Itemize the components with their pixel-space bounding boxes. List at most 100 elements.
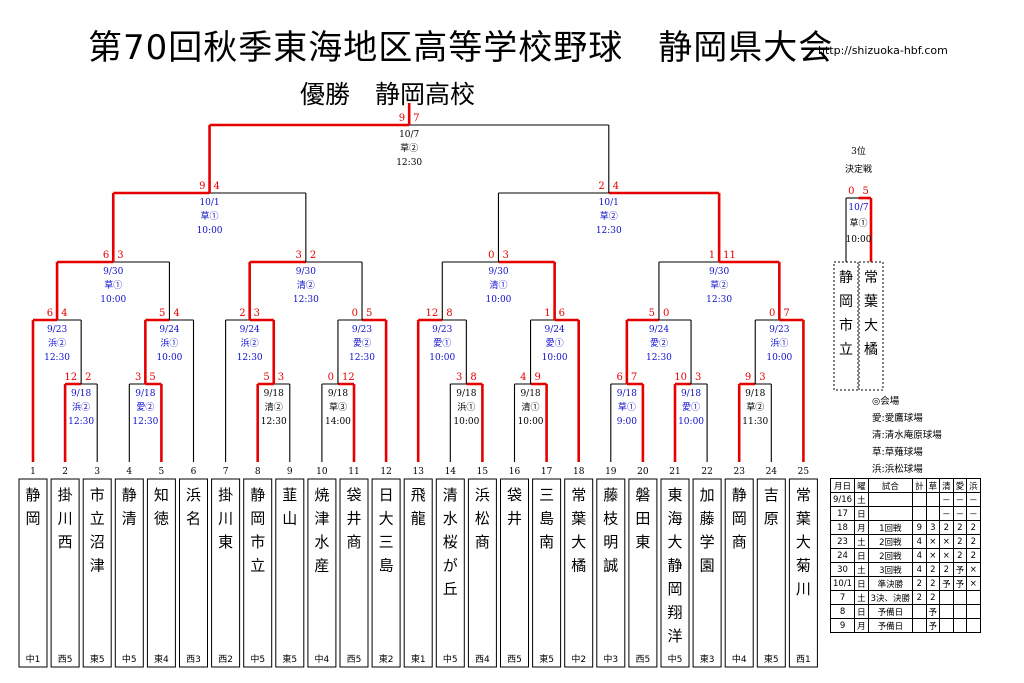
game-info: 12:30 (349, 353, 375, 363)
schedule-cell: － (966, 492, 981, 507)
team-name-char: 園 (700, 557, 715, 575)
team-name-char: 焼 (314, 486, 329, 504)
schedule-cell: － (952, 492, 968, 507)
team-name-char: 磐 (635, 486, 650, 504)
schedule-cell: 9/16 (829, 492, 856, 507)
team-name-char: 原 (764, 510, 779, 528)
team-name-char: 藤 (700, 510, 715, 528)
venue-legend-item: 愛:愛鷹球場 (872, 413, 923, 424)
schedule-cell: 日 (854, 604, 869, 619)
score-left: 1 (544, 308, 550, 319)
third-place-heading: 3位 (851, 145, 866, 157)
team-name-char: 洋 (667, 627, 682, 645)
schedule-cell (912, 618, 927, 633)
schedule-cell (939, 590, 954, 605)
game-info: 12:30 (44, 353, 70, 363)
bracket-lines (31, 103, 873, 462)
team-name-char: 立 (90, 510, 105, 528)
site-url[interactable]: http://shizuoka-hbf.com (818, 44, 948, 57)
score-right: 5 (863, 186, 869, 197)
score-left: 5 (159, 308, 165, 319)
game-info: 清① (522, 401, 540, 413)
team-region: 西2 (218, 654, 233, 665)
game-info: 9/30 (709, 267, 729, 277)
team-box (532, 478, 562, 668)
game-info: 12:30 (132, 417, 158, 427)
team-region: 西3 (186, 654, 201, 665)
score-left: 0 (488, 250, 494, 261)
team-box (275, 478, 305, 668)
schedule-cell: 2 (912, 590, 927, 605)
score-left: 9 (199, 181, 205, 192)
team-name-char: 袋 (346, 486, 361, 504)
team-name-char: 大 (571, 533, 586, 551)
score-right: 11 (723, 250, 736, 261)
team-name-char: 静 (122, 486, 137, 504)
game-info: 10:00 (197, 226, 223, 236)
game-info: 浜② (241, 338, 259, 349)
team-number: 10 (316, 467, 328, 477)
team-box (628, 478, 658, 668)
game-info: 12:30 (261, 417, 287, 427)
team-region: 東5 (539, 653, 554, 665)
schedule-cell: 愛 (952, 478, 968, 493)
schedule-cell (952, 618, 968, 633)
schedule-cell: 2 (966, 548, 981, 563)
team-region: 東3 (700, 653, 715, 665)
schedule-cell: 1回戦 (867, 520, 914, 535)
game-info: 9/18 (520, 389, 540, 399)
game-info: 草② (400, 142, 418, 154)
team-box (692, 478, 722, 668)
schedule-cell: 予 (925, 618, 941, 633)
team-region: 中5 (443, 653, 458, 665)
score-left: 4 (520, 372, 526, 383)
schedule-cell: 日 (854, 506, 869, 521)
schedule-cell (925, 492, 941, 507)
schedule-cell: 計 (912, 478, 927, 493)
schedule-cell: 10/1 (829, 576, 856, 591)
schedule-cell: 清 (939, 478, 954, 493)
team-name-char: 商 (732, 533, 747, 551)
team-region: 中5 (668, 653, 683, 665)
score-left: 10 (674, 372, 687, 383)
schedule-cell: 4 (912, 562, 927, 577)
schedule-cell: 予 (925, 604, 941, 619)
schedule-cell: 24 (829, 548, 856, 563)
score-right: 2 (85, 372, 91, 383)
score-left: 9 (399, 113, 405, 124)
game-info: 愛① (682, 401, 700, 413)
team-number: 23 (733, 467, 745, 477)
game-info: 14:00 (325, 417, 351, 427)
game-info: 9/23 (47, 325, 67, 335)
team-region: 西5 (636, 654, 651, 665)
team-name-char: 沼 (90, 533, 105, 551)
game-info: 9/18 (135, 389, 155, 399)
team-boxes (18, 261, 884, 668)
team-name-char: 水 (443, 510, 458, 528)
team-name-char: 枝 (603, 510, 618, 528)
team-box (307, 478, 337, 668)
score-right: 2 (310, 250, 316, 261)
game-info: 愛① (546, 337, 564, 349)
score-right: 4 (61, 308, 67, 319)
score-left: 2 (239, 308, 245, 319)
team-box (660, 478, 690, 668)
team-name-char: 清 (122, 510, 137, 528)
game-info: 9/24 (240, 325, 260, 335)
team-name-char: 常 (796, 486, 811, 504)
team-box (564, 478, 594, 668)
team-box (500, 478, 529, 668)
schedule-cell: 月 (854, 618, 869, 633)
team-name-char: 明 (603, 533, 618, 551)
team-name-char: 橘 (864, 342, 878, 358)
team-name-char: 龍 (411, 510, 426, 528)
team-number: 22 (701, 467, 712, 477)
team-name-char: 市 (839, 317, 853, 334)
schedule-cell (966, 618, 981, 633)
game-info: 10:00 (542, 353, 568, 363)
schedule-cell: 2 (925, 562, 941, 577)
